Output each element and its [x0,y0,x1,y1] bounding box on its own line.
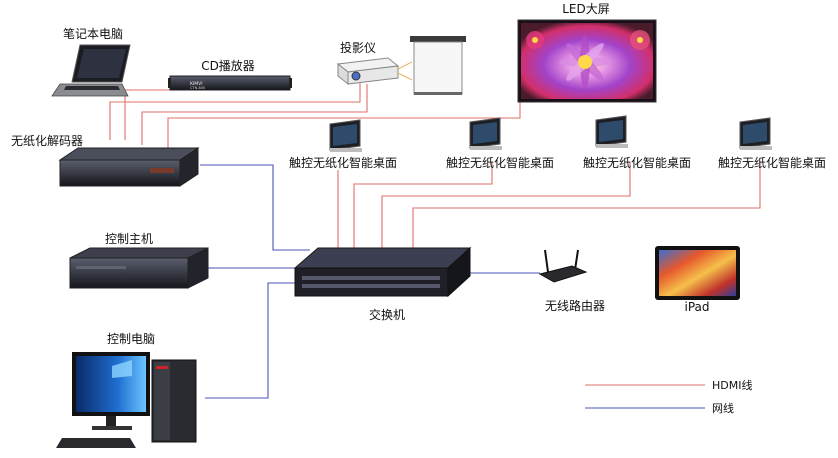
control-pc-icon [56,352,197,448]
hdmi-line-touch2 [353,162,493,248]
decoder-icon [58,147,200,187]
hdmi-line-touch4 [412,162,761,248]
switch-label: 交换机 [369,307,405,322]
control-host-label: 控制主机 [105,232,153,246]
control-host-icon [69,247,209,289]
hdmi-line-touch3 [381,162,631,248]
led-label: LED大屏 [562,2,610,16]
projector-icon [336,57,413,86]
touch-desktop-2-icon [469,117,502,150]
touch-desktop-3-icon [595,115,628,148]
legend-hdmi-label: HDMI线 [712,378,752,392]
ipad-label: iPad [684,300,709,314]
decoder-label: 无纸化解码器 [11,134,83,148]
network-lines [200,164,540,399]
cd-player-brand: KIMVI [190,81,203,87]
switch-icon [293,246,472,298]
laptop-label: 笔记本电脑 [63,26,123,41]
touch-desktop-1-label: 触控无纸化智能桌面 [289,155,397,170]
cd-player-label: CD播放器 [201,58,255,73]
laptop-icon [51,44,131,97]
ipad-icon [655,246,740,300]
cd-player-icon [168,75,292,91]
router-icon [538,249,588,283]
touch-desktop-3-label: 触控无纸化智能桌面 [583,155,691,170]
touch-desktop-1-icon [329,119,362,152]
legend [585,384,705,409]
net-line-decoder [200,164,310,251]
control-pc-label: 控制电脑 [107,332,155,346]
hdmi-line-projector [141,84,368,145]
projector-label: 投影仪 [340,40,376,55]
touch-desktop-4-icon [739,117,772,150]
legend-network-label: 网线 [712,401,734,415]
touch-desktop-4-label: 触控无纸化智能桌面 [718,155,826,170]
hdmi-lines [109,80,761,248]
touch-desktop-2-label: 触控无纸化智能桌面 [446,155,554,170]
cd-player-model: CTN-800 [190,86,205,90]
led-screen-icon [517,19,657,103]
projection-screen-icon [410,36,466,95]
net-line-pc [205,282,310,399]
hdmi-line-laptop-projector [109,82,361,140]
hdmi-line-led [167,102,521,150]
router-label: 无线路由器 [545,298,605,313]
